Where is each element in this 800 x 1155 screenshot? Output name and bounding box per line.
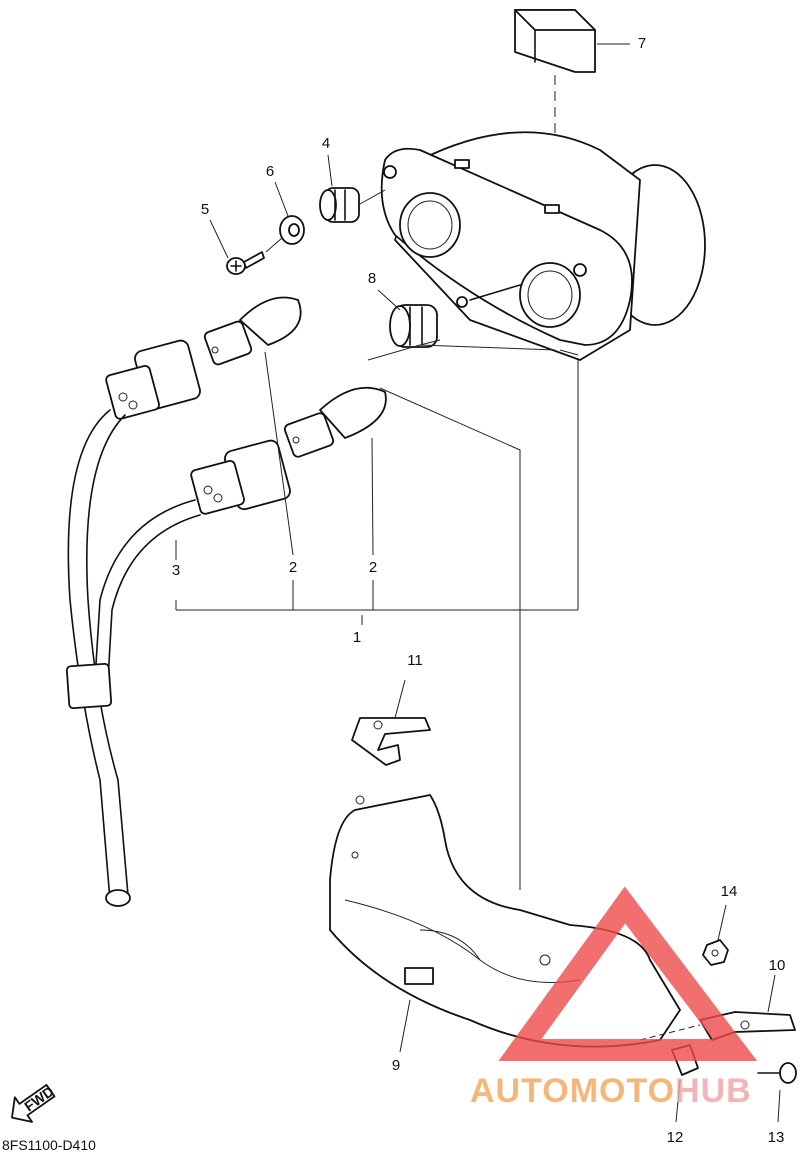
callout-12: 12 [667,1129,684,1146]
callout-7: 7 [638,35,646,52]
callout-1: 1 [353,629,361,646]
meter-housing [380,131,706,361]
callout-labels: 1 2 2 3 4 5 6 7 8 9 10 11 12 13 14 [172,35,786,1146]
bulb-lower [283,386,387,458]
part-13-bolt [757,1062,797,1123]
part-4-grommet [319,187,386,223]
watermark-part1: AUTOMOTO [470,1072,675,1110]
part-8-grommet [389,304,438,348]
callout-11: 11 [407,652,423,669]
part-14-nut [702,904,729,966]
callout-13: 13 [768,1129,785,1146]
callout-3: 3 [172,562,180,579]
callout-4: 4 [322,135,330,152]
watermark-part2: HUB [675,1072,752,1110]
diagram-code: 8FS1100-D410 [2,1137,96,1153]
fwd-arrow: FWD [11,1083,57,1123]
bulb-upper [203,296,302,366]
socket-harness [65,339,291,907]
watermark-triangle [498,886,758,1061]
callout-9: 9 [392,1057,400,1074]
leader-lines [175,339,579,890]
part-9-lower-cover [329,794,681,1053]
part-11-clip [351,679,431,766]
part-7-block [514,9,596,170]
callout-14: 14 [721,883,738,900]
watermark: AUTOMOTOHUB [470,886,758,1110]
callout-5: 5 [201,201,209,218]
part-5-screw [226,237,283,275]
callout-10: 10 [769,957,786,974]
callout-8: 8 [368,270,376,287]
svg-text:AUTOMOTOHUB: AUTOMOTOHUB [470,1072,752,1110]
fwd-label: FWD [21,1083,56,1114]
part-6-washer [279,215,305,245]
callout-2a: 2 [289,559,297,576]
callout-leaders [209,43,630,311]
callout-6: 6 [266,163,274,180]
callout-2b: 2 [369,559,377,576]
